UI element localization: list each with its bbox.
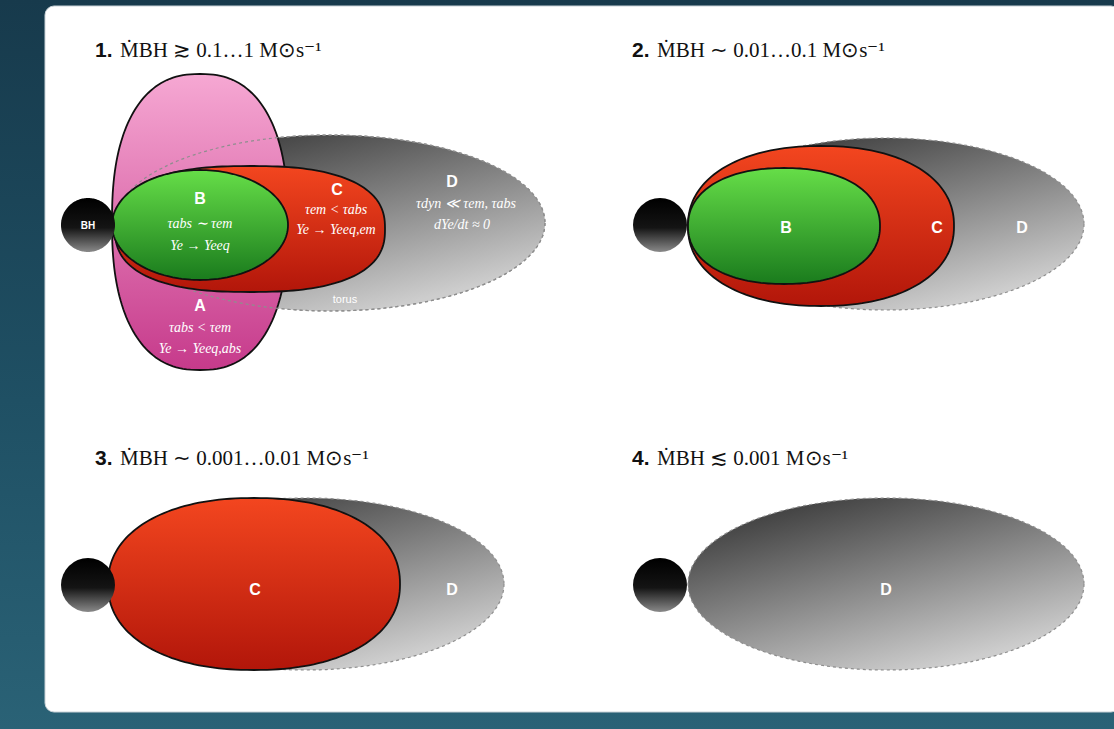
region-letter: D	[1016, 219, 1028, 237]
timescale-relation: τabs ∼ τem	[168, 215, 233, 232]
accretion-rate: ṀBH ∼ 0.01…0.1 M⊙s⁻¹	[657, 38, 885, 63]
region-b-shape	[112, 170, 288, 280]
region-letter: B	[194, 190, 206, 208]
region-letter: B	[780, 219, 792, 237]
region-c-outline	[685, 143, 957, 309]
region-b: Bτabs ∼ τem Ye → Yeeq	[109, 167, 291, 283]
region-letter: C	[331, 181, 343, 199]
torus-label: torus	[333, 293, 357, 305]
region-letter: C	[931, 219, 943, 237]
region-letter: A	[194, 297, 206, 315]
panel-number: 2.	[632, 38, 650, 62]
accretion-rate: ṀBH ∼ 0.001…0.01 M⊙s⁻¹	[120, 446, 369, 471]
equilibrium-relation: Ye → Yeeq,em	[296, 222, 375, 238]
accretion-rate: ṀBH ≳ 0.1…1 M⊙s⁻¹	[120, 38, 322, 63]
torus-region-d-shape	[688, 138, 1084, 310]
black-hole-label: BH	[81, 220, 95, 231]
region-letter: D	[446, 173, 458, 191]
panel-number: 3.	[95, 446, 113, 470]
torus-region-d-shape	[108, 498, 504, 670]
black-hole: BH	[58, 195, 118, 255]
torus-region-d: D	[685, 135, 1087, 313]
black-hole-shape	[61, 198, 115, 252]
timescale-relation: τem < τabs	[305, 202, 367, 218]
equilibrium-relation: dYe/dt ≈ 0	[434, 217, 490, 233]
black-hole	[61, 558, 115, 612]
torus-region-d: D	[685, 495, 1087, 673]
panel-number: 1.	[95, 38, 113, 62]
region-c: C	[105, 495, 403, 673]
black-hole	[633, 198, 687, 252]
equilibrium-relation: Ye → Yeeq,abs	[159, 341, 242, 357]
region-letter: D	[446, 581, 458, 599]
region-c-shape	[108, 498, 400, 670]
region-c: Cτem < τabs Ye → Yeeq,em	[112, 163, 388, 295]
region-b: B	[685, 165, 883, 287]
torus-region-d-shape	[688, 498, 1084, 670]
black-hole	[633, 558, 687, 612]
accretion-rate: ṀBH ≲ 0.001 M⊙s⁻¹	[657, 446, 848, 471]
timescale-relation: τabs < τem	[169, 320, 231, 336]
region-a-shape	[112, 74, 288, 370]
region-letter: C	[249, 581, 261, 599]
region-c-shape	[115, 166, 385, 292]
equilibrium-relation: Ye → Yeeq	[170, 238, 230, 254]
timescale-relation: τdyn ≪ τem, τabs	[416, 195, 516, 212]
region-b-shape	[688, 168, 880, 284]
white-panel	[45, 6, 1114, 712]
region-letter: D	[880, 581, 892, 599]
torus-region-d: D	[105, 495, 507, 673]
region-c-shape	[688, 146, 954, 306]
region-c: CB	[685, 143, 957, 309]
torus-region-d-shape	[115, 135, 545, 311]
panel-number: 4.	[632, 446, 650, 470]
